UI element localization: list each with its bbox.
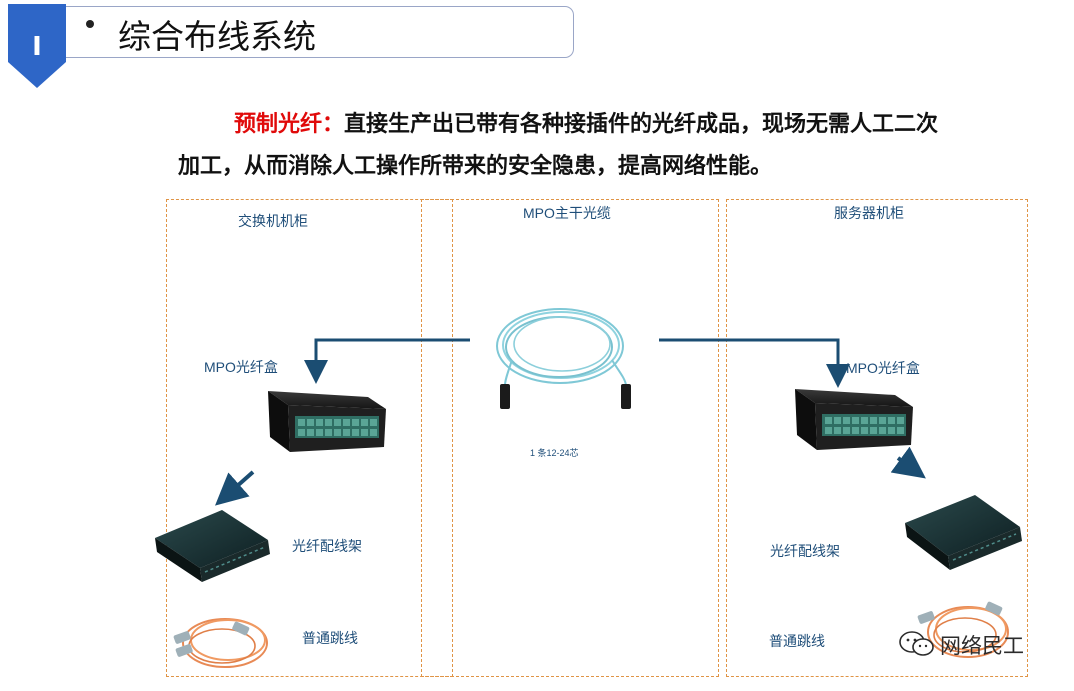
watermark-text: 网络民工 [940, 630, 1024, 660]
connector-arrow-left [316, 340, 470, 372]
lc-patch-cord-icon [173, 619, 267, 667]
fiber-patch-panel-icon [905, 495, 1022, 570]
arrow-to-right-panel [898, 458, 913, 469]
mpo-trunk-cable-icon [497, 309, 631, 409]
mpo-cassette-icon [795, 389, 913, 450]
connector-arrow-right [659, 340, 838, 376]
wechat-icon [898, 629, 938, 659]
arrow-to-left-panel [227, 472, 253, 495]
mpo-cassette-icon [268, 391, 386, 452]
fiber-patch-panel-icon [155, 510, 270, 582]
